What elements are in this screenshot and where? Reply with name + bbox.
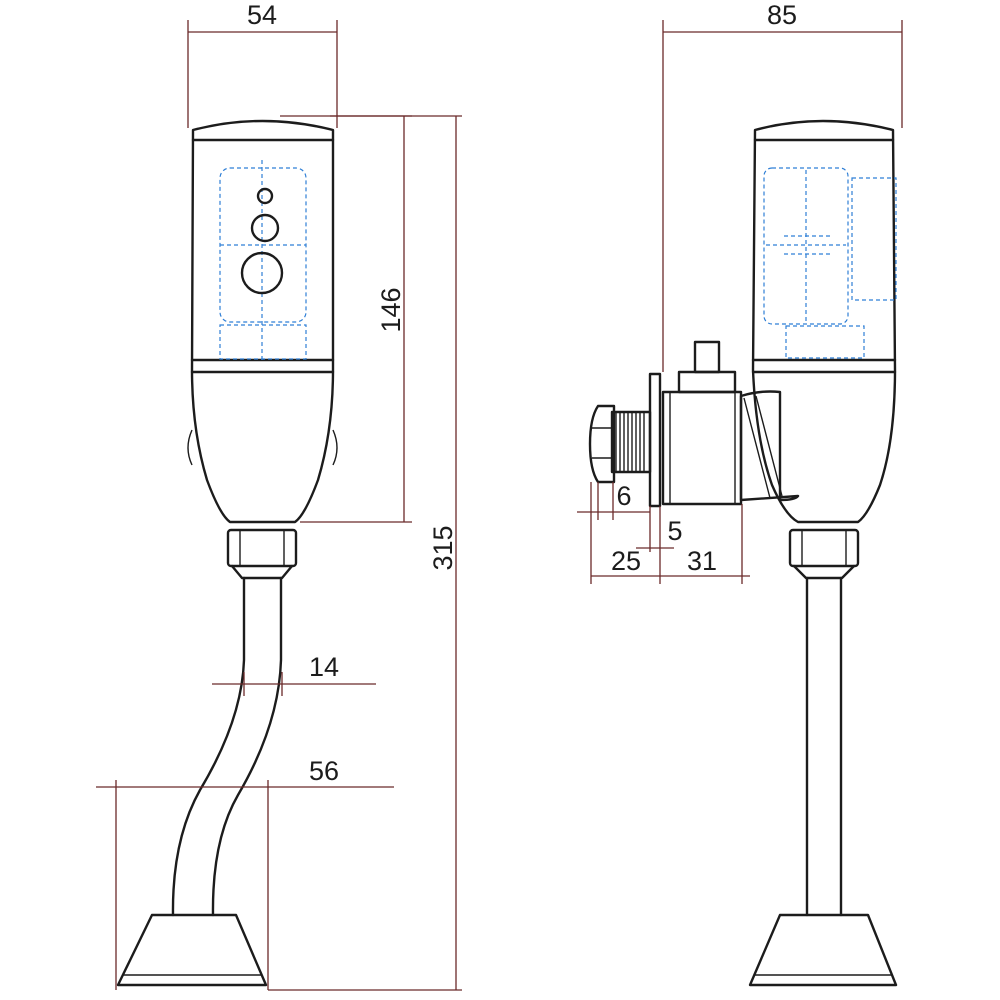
side-wall-flange — [648, 372, 662, 508]
dim-85-label: 85 — [767, 0, 797, 30]
dim-14-label: 14 — [309, 652, 339, 682]
front-head-body — [190, 119, 335, 524]
dim-5-label: 5 — [667, 516, 682, 546]
dim-146-label: 146 — [376, 287, 406, 332]
side-centerline-hidden — [766, 170, 846, 322]
front-head-left-bump — [187, 429, 193, 466]
dim-85-line — [662, 20, 903, 372]
front-sensor-eye-small — [256, 187, 274, 205]
side-valve-hidden — [851, 177, 897, 301]
side-stem — [693, 340, 721, 374]
front-sensor-eye-medium — [250, 213, 280, 243]
side-hex-nut-facets — [592, 427, 614, 459]
dim-25-label: 25 — [611, 546, 641, 576]
front-flush-pipe-right — [211, 576, 283, 917]
front-battery-hidden — [219, 324, 307, 360]
dim-315-label: 315 — [428, 525, 458, 570]
dim-31-label: 31 — [687, 546, 717, 576]
dim-6-line — [577, 482, 650, 520]
dim-54-label: 54 — [247, 0, 277, 30]
front-centerline-hidden — [220, 160, 306, 360]
side-valve-body — [661, 390, 743, 506]
dim-5-line — [636, 506, 674, 552]
side-valve-body-detail — [669, 392, 736, 504]
dim-14-line — [212, 672, 376, 696]
dim-6-label: 6 — [616, 481, 631, 511]
dim-54-line — [187, 20, 338, 128]
side-hex-nut — [588, 404, 616, 484]
side-connector-diagonal — [743, 395, 783, 499]
side-thread-lines — [615, 412, 645, 472]
side-flush-pipe — [805, 576, 843, 917]
side-head-body — [751, 119, 897, 524]
side-dimensions: 85 6 5 25 31 — [577, 0, 903, 584]
side-stem-nut — [677, 370, 737, 394]
side-nut-to-pipe — [792, 564, 856, 580]
front-view — [116, 119, 338, 987]
front-nut-to-pipe — [230, 564, 294, 580]
front-sensor-eye-large — [240, 251, 284, 295]
side-base-spud — [748, 913, 898, 987]
dim-315-line — [268, 115, 462, 991]
side-coupling-nut — [788, 528, 860, 568]
side-thread — [610, 410, 652, 474]
front-base-spud — [116, 913, 268, 987]
front-head-right-bump — [332, 429, 338, 466]
front-coupling-nut — [226, 528, 298, 568]
front-flush-pipe-left — [171, 576, 246, 917]
side-connector-bracket — [739, 390, 800, 502]
side-view — [588, 119, 898, 987]
dim-25-31-line — [590, 482, 750, 584]
front-dimensions: 54 146 315 14 56 — [96, 0, 462, 991]
dim-56-label: 56 — [309, 756, 339, 786]
dim-56-line — [96, 780, 394, 990]
side-battery-hidden — [785, 325, 865, 359]
side-electronics-hidden — [763, 167, 849, 325]
side-nut-facets — [801, 531, 847, 565]
